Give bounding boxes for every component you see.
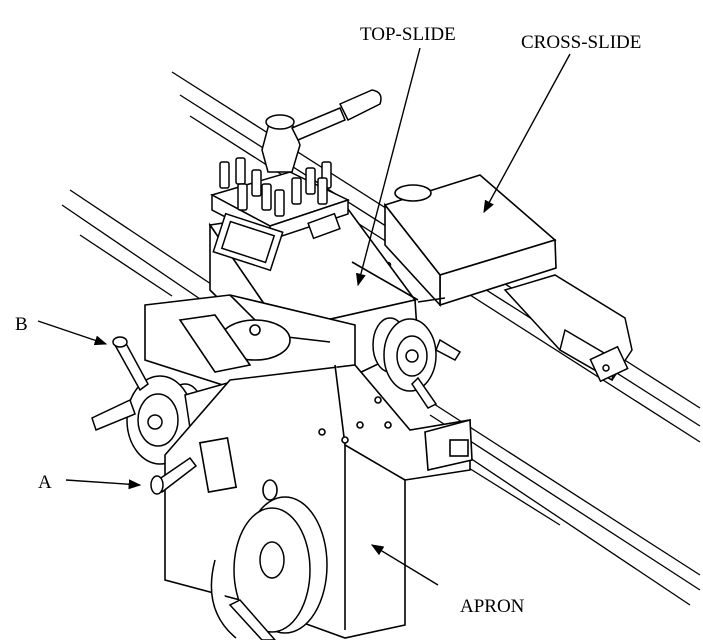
top-slide-label: TOP-SLIDE [360,24,456,45]
cross-slide-leader [483,53,571,214]
apron-handwheel [210,496,328,640]
tool-post-handle [261,89,382,173]
rail-end-block [503,274,633,383]
lever-a [150,456,198,495]
apron-label: APRON [460,596,525,617]
apron-leader [370,544,439,586]
cross-slide-handwheel [372,317,462,409]
b-leader [37,320,108,346]
label-a: A [38,472,52,493]
a-leader [65,479,142,490]
leader-lines [37,47,571,586]
cross-slide-label: CROSS-SLIDE [521,32,641,53]
tool-post-screws [219,157,332,217]
top-slide-leader [355,47,421,287]
tool-post [210,89,382,272]
label-b: B [15,314,28,335]
